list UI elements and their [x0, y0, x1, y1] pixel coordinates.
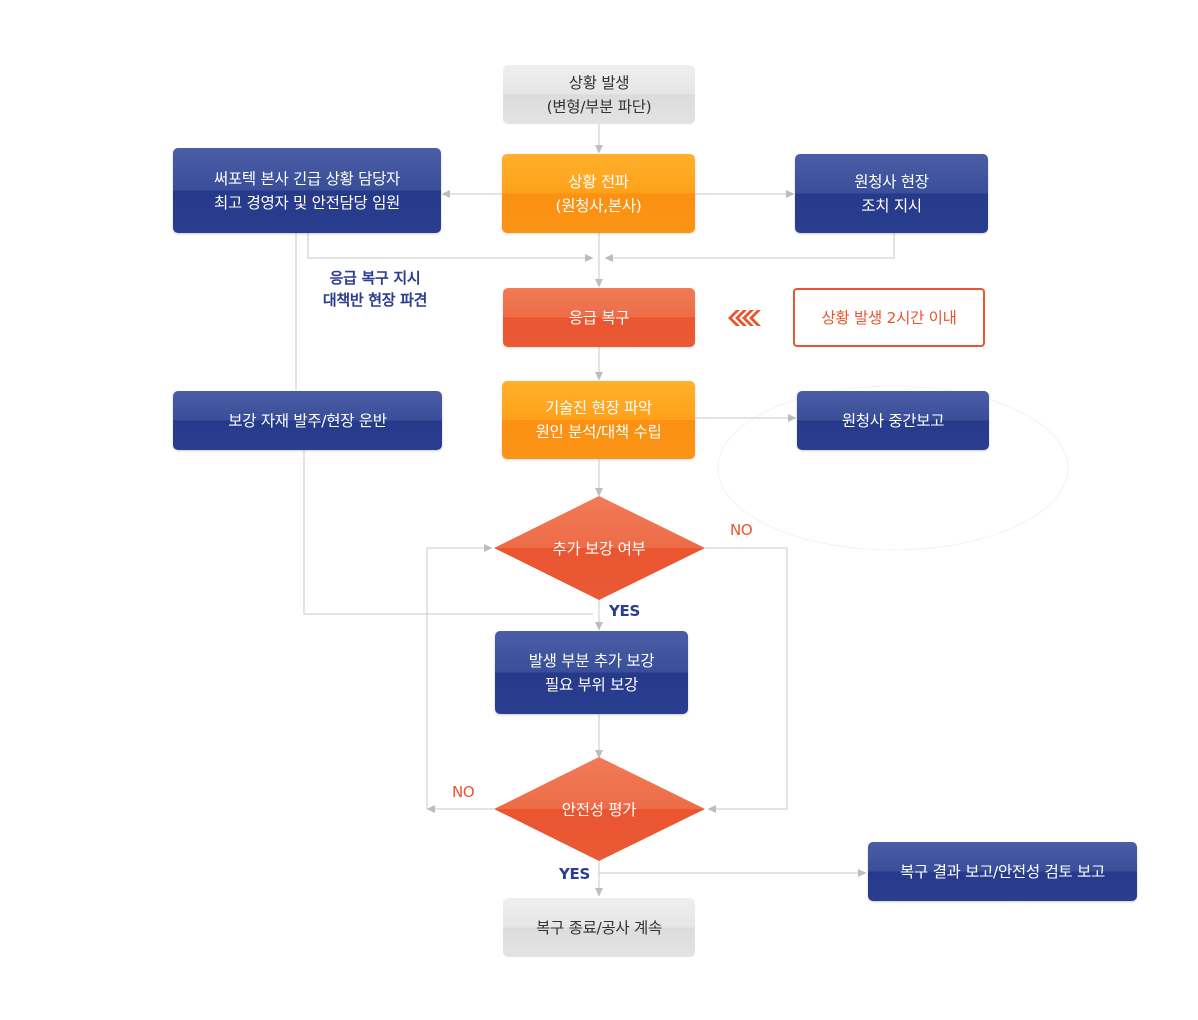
- node-tech-survey: 기술진 현장 파악 원인 분석/대책 수립: [502, 381, 695, 459]
- background-ellipse: [717, 385, 1069, 551]
- chevron-left-icon: [728, 310, 761, 326]
- node-reinforcement-work: 발생 부분 추가 보강 필요 부위 보강: [495, 631, 688, 714]
- edge-material-reinforce: [303, 449, 593, 615]
- decision-diamond-safety: [494, 757, 705, 861]
- node-completion: 복구 종료/공사 계속: [503, 898, 695, 957]
- edge-label-q1-yes: YES: [609, 602, 641, 620]
- edge-label-q1-no: NO: [730, 521, 753, 539]
- decision-additional-label: 추가 보강 여부: [552, 540, 646, 558]
- node-interim-report: 원청사 중간보고: [797, 391, 989, 450]
- edge-label-q2-no: NO: [452, 783, 475, 801]
- decision-diamond-additional: [494, 496, 705, 600]
- edge-client-merge: [604, 233, 895, 262]
- decision-safety-label: 안전성 평가: [561, 801, 637, 819]
- node-client-order: 원청사 현장 조치 지시: [795, 154, 988, 233]
- edge-question-no: [705, 547, 788, 813]
- node-result-report: 복구 결과 보고/안전성 검토 보고: [868, 842, 1137, 901]
- edge-hq-merge: [307, 233, 594, 262]
- note-emergency-instruction: 응급 복구 지시 대책반 현장 파견: [322, 269, 428, 309]
- node-occurrence: 상황 발생 (변형/부분 파단): [503, 65, 695, 124]
- edge-label-q2-yes: YES: [559, 865, 591, 883]
- node-emergency-recovery: 응급 복구: [503, 288, 695, 347]
- node-time-limit: 상황 발생 2시간 이내: [793, 288, 985, 347]
- node-propagation: 상황 전파 (원청사,본사): [502, 154, 695, 233]
- node-material-order: 보강 자재 발주/현장 운반: [173, 391, 442, 450]
- node-hq-contacts: 써포텍 본사 긴급 상황 담당자 최고 경영자 및 안전담당 임원: [173, 148, 441, 233]
- edge-loop-back: [426, 544, 493, 809]
